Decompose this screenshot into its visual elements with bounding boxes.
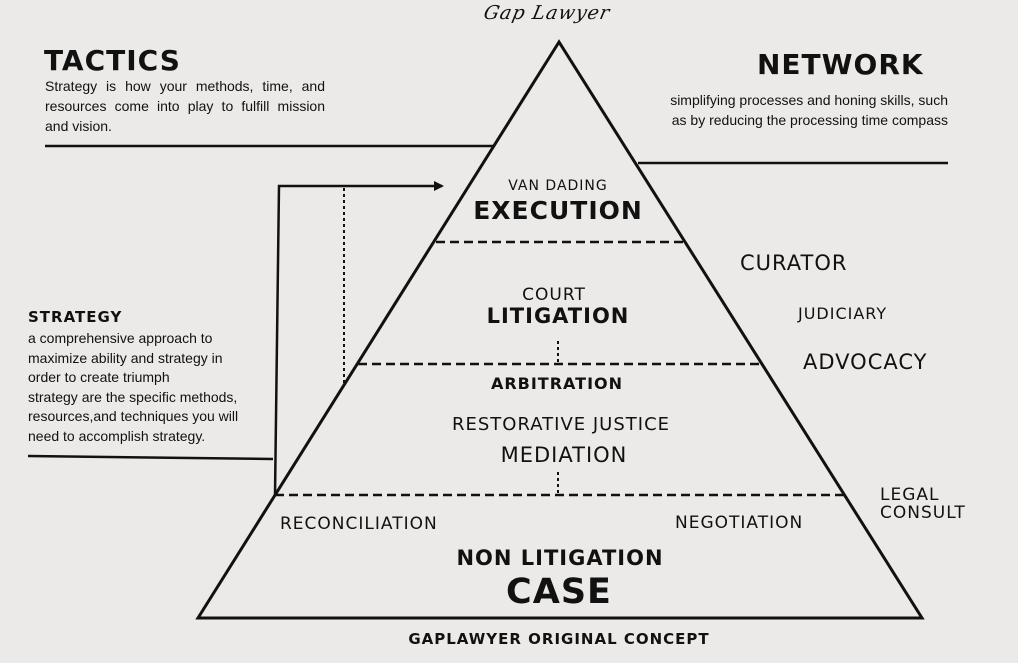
tier2-main: LITIGATION <box>486 304 630 328</box>
tier2-sub: COURT <box>522 285 586 305</box>
tactics-body: Strategy is how your methods, time, and … <box>45 78 325 134</box>
network-body: simplifying processes and honing skills,… <box>670 92 948 128</box>
side-label-advocacy: ADVOCACY <box>803 350 928 374</box>
strategy-line: maximize ability and strategy in <box>28 349 223 366</box>
strategy-body: a comprehensive approach to maximize abi… <box>28 329 238 447</box>
brand-logo: Gap Lawyer <box>481 2 613 24</box>
side-label-curator: CURATOR <box>740 251 848 275</box>
tier3-sub: RESTORATIVE JUSTICE <box>451 414 671 435</box>
tier1-sub: VAN DADING <box>508 178 608 194</box>
tier4-left: RECONCILIATION <box>280 514 438 534</box>
tier4-right: NEGOTIATION <box>675 513 804 533</box>
strategy-rule <box>27 454 274 461</box>
strategy-line: a comprehensive approach to <box>28 330 213 346</box>
strategy-title: STRATEGY <box>28 308 123 326</box>
feedback-arrow <box>273 181 444 496</box>
side-label-legal: LEGAL <box>880 485 940 505</box>
pyramid-outline <box>195 39 925 620</box>
tier4-main: NON LITIGATION <box>456 546 664 570</box>
strategy-line: need to accomplish strategy. <box>28 427 206 444</box>
strategy-line: order to create triumph <box>28 369 170 386</box>
strategy-line: strategy are the specific methods, <box>28 388 238 405</box>
tier1-main: EXECUTION <box>473 196 643 225</box>
tier4-base: CASE <box>506 572 612 612</box>
footer-caption: GAPLAWYER ORIGINAL CONCEPT <box>408 630 710 648</box>
strategy-line: resources,and techniques you will <box>28 408 239 425</box>
side-label-judiciary: JUDICIARY <box>798 304 888 323</box>
tier3-main: MEDIATION <box>500 443 628 467</box>
tactics-title: TACTICS <box>44 44 181 77</box>
side-label-consult: CONSULT <box>880 503 966 523</box>
network-title: NETWORK <box>757 48 924 81</box>
tier3-top: ARBITRATION <box>490 374 624 393</box>
